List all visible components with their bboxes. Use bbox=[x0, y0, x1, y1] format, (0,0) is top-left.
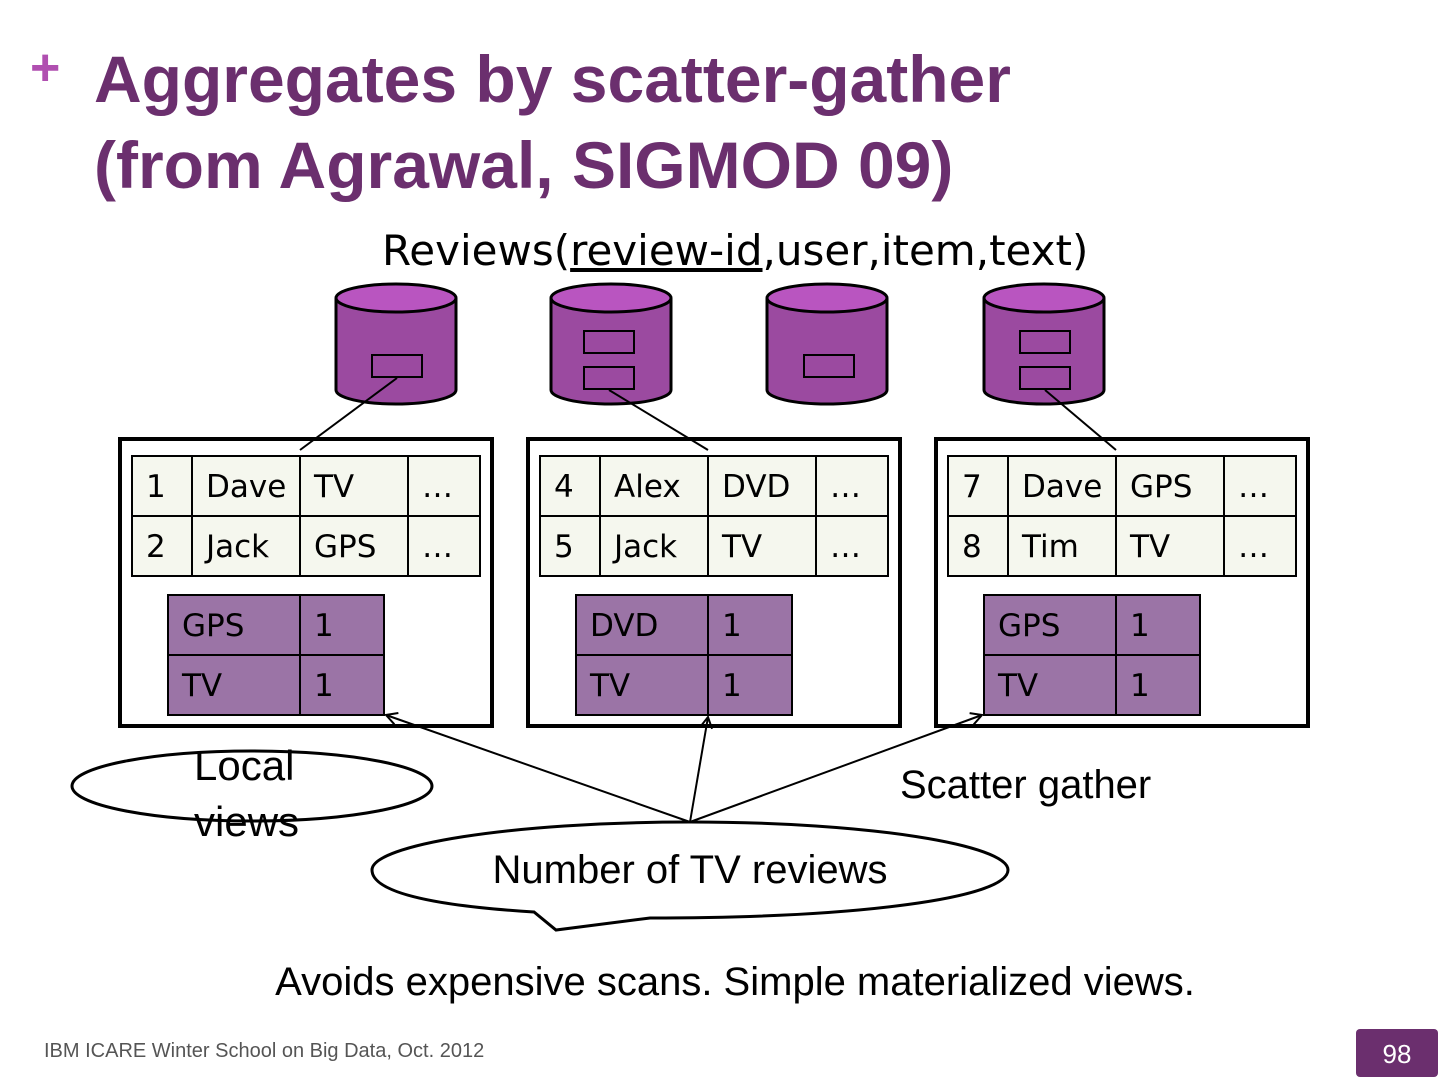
review-cell: 5 bbox=[554, 529, 574, 565]
schema-label: Reviews(review-id,user,item,text) bbox=[382, 226, 1088, 275]
view-cell: GPS bbox=[998, 608, 1060, 644]
database-cylinder-1 bbox=[334, 282, 458, 406]
review-cell-box bbox=[131, 515, 193, 577]
review-cell-box bbox=[1223, 455, 1297, 517]
tv-reviews-callout bbox=[370, 820, 1010, 932]
partition-box-1 bbox=[118, 437, 494, 728]
view-cell-box bbox=[167, 654, 301, 716]
review-cell: DVD bbox=[722, 469, 790, 505]
local-views-callout bbox=[70, 749, 434, 823]
view-cell: 1 bbox=[1130, 608, 1150, 644]
review-cell-box bbox=[707, 455, 817, 517]
view-cell: 1 bbox=[722, 668, 742, 704]
review-cell-box bbox=[299, 515, 409, 577]
review-cell-box bbox=[815, 515, 889, 577]
database-cylinder-4 bbox=[982, 282, 1106, 406]
view-cell: 1 bbox=[1130, 668, 1150, 704]
scatter-arrow-1 bbox=[386, 715, 691, 823]
review-cell: … bbox=[1238, 529, 1269, 565]
review-cell: … bbox=[422, 529, 453, 565]
view-cell-box bbox=[299, 654, 385, 716]
slide-title: Aggregates by scatter-gather (from Agraw… bbox=[94, 36, 1394, 208]
schema-suffix: ,user,item,text) bbox=[762, 226, 1089, 275]
review-cell: 1 bbox=[146, 469, 166, 505]
partition-box-2 bbox=[526, 437, 902, 728]
review-cell: … bbox=[830, 529, 861, 565]
view-cell: 1 bbox=[722, 608, 742, 644]
review-cell: Jack bbox=[204, 529, 269, 565]
scatter-gather-label: Scatter gather bbox=[900, 763, 1152, 807]
review-cell: 8 bbox=[962, 529, 982, 565]
scatter-arrow-2 bbox=[689, 717, 708, 823]
schema-prefix: Reviews( bbox=[382, 226, 571, 275]
review-cell-box bbox=[407, 515, 481, 577]
review-cell: 4 bbox=[554, 469, 574, 505]
review-cell: Tim bbox=[1021, 529, 1079, 565]
view-cell: TV bbox=[589, 668, 630, 704]
database-cylinder-2 bbox=[549, 282, 673, 406]
view-cell-box bbox=[1115, 594, 1201, 656]
review-cell-box bbox=[1115, 515, 1225, 577]
view-cell-box bbox=[707, 654, 793, 716]
review-cell: GPS bbox=[314, 529, 376, 565]
review-cell: Dave bbox=[1022, 469, 1102, 505]
review-cell-box bbox=[1223, 515, 1297, 577]
review-cell: TV bbox=[721, 529, 762, 565]
review-cell-box bbox=[539, 515, 601, 577]
database-cylinder-3 bbox=[765, 282, 889, 406]
review-cell: Dave bbox=[206, 469, 286, 505]
view-cell: TV bbox=[181, 668, 222, 704]
view-cell-box bbox=[707, 594, 793, 656]
review-cell: Alex bbox=[614, 469, 681, 505]
review-cell-box bbox=[407, 455, 481, 517]
review-cell: TV bbox=[313, 469, 354, 505]
view-cell-box bbox=[1115, 654, 1201, 716]
view-cell: GPS bbox=[182, 608, 244, 644]
review-cell: TV bbox=[1129, 529, 1170, 565]
partition-box-3 bbox=[934, 437, 1310, 728]
review-cell: 2 bbox=[146, 529, 166, 565]
review-cell: Jack bbox=[612, 529, 677, 565]
view-cell: DVD bbox=[590, 608, 658, 644]
title-line-2: (from Agrawal, SIGMOD 09) bbox=[94, 128, 954, 202]
view-cell-box bbox=[299, 594, 385, 656]
bullet-plus: + bbox=[30, 39, 61, 97]
review-cell: … bbox=[830, 469, 861, 505]
view-cell-box bbox=[575, 654, 709, 716]
review-cell: … bbox=[422, 469, 453, 505]
scatter-arrow-3 bbox=[689, 715, 982, 823]
footer-text: IBM ICARE Winter School on Big Data, Oct… bbox=[44, 1040, 485, 1062]
tv-reviews-label: Number of TV reviews bbox=[492, 848, 888, 892]
bottom-note: Avoids expensive scans. Simple materiali… bbox=[275, 960, 1195, 1004]
review-cell: GPS bbox=[1130, 469, 1192, 505]
review-cell: … bbox=[1238, 469, 1269, 505]
view-cell-box bbox=[983, 654, 1117, 716]
view-cell: 1 bbox=[314, 668, 334, 704]
review-cell-box bbox=[707, 515, 817, 577]
review-cell-box bbox=[1007, 455, 1117, 517]
page-number: 98 bbox=[1382, 1039, 1412, 1069]
view-cell: TV bbox=[997, 668, 1038, 704]
review-cell-box bbox=[1007, 515, 1117, 577]
review-cell-box bbox=[539, 455, 601, 517]
schema-key: review-id bbox=[570, 226, 763, 275]
title-line-1: Aggregates by scatter-gather bbox=[94, 42, 1011, 116]
review-cell-box bbox=[599, 515, 709, 577]
view-cell: 1 bbox=[314, 608, 334, 644]
local-views-label: Local views bbox=[194, 742, 300, 845]
page-number-badge: 98 bbox=[1356, 1029, 1438, 1077]
review-cell: 7 bbox=[962, 469, 982, 505]
